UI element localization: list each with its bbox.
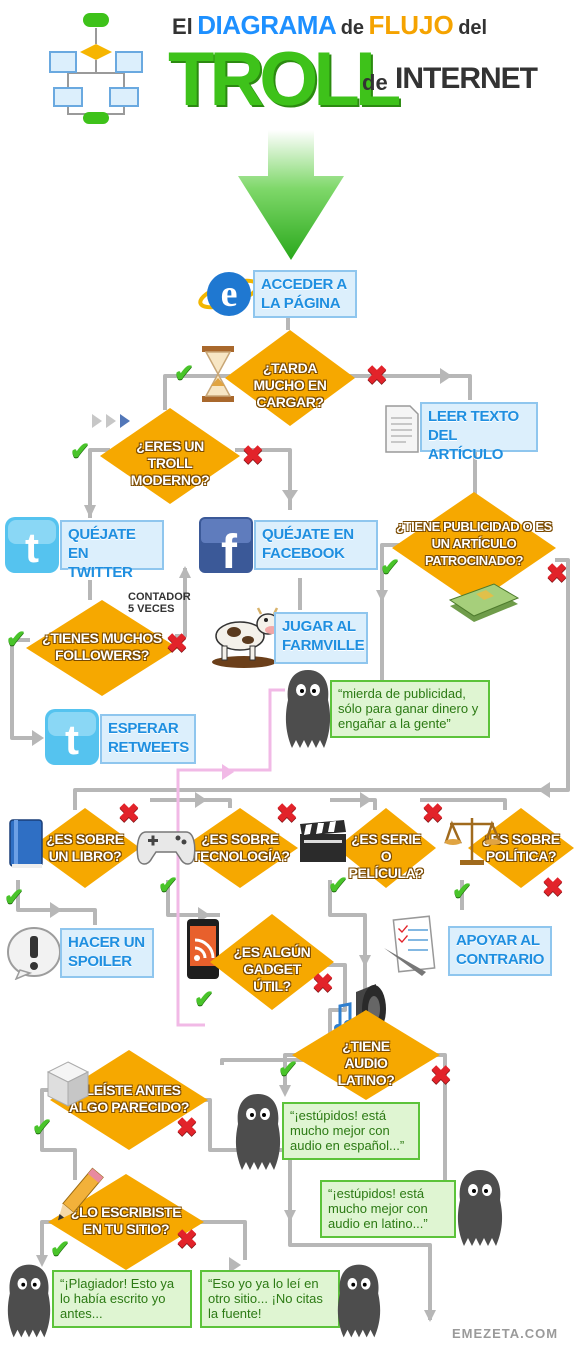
node-quejate-twitter: Quéjate en Twitter xyxy=(60,520,164,581)
pencil-icon xyxy=(50,1166,106,1230)
cross-icon: ✖ xyxy=(166,628,188,658)
node-leer: Leer texto del artículo xyxy=(420,402,538,463)
title-del: del xyxy=(458,17,488,39)
decision-gadget: ¿Es algún gadget útil? xyxy=(210,914,334,1010)
check-icon: ✔ xyxy=(4,884,25,911)
svg-text:t: t xyxy=(25,524,39,571)
check-icon: ✔ xyxy=(6,626,27,653)
checklist-icon xyxy=(382,914,446,976)
quote-plagiador: “¡Plagiador! Esto ya lo había escrito yo… xyxy=(52,1270,192,1328)
gamepad-icon xyxy=(136,826,196,868)
decision-audio: ¿Tiene audio latino? xyxy=(292,1010,440,1100)
play-arrows-icon xyxy=(92,414,136,428)
check-icon: ✔ xyxy=(278,1056,299,1083)
hourglass-icon xyxy=(200,346,236,402)
decision-publicidad: ¿Tiene publicidad o es un artículo patro… xyxy=(392,492,556,604)
twitter-icon: t xyxy=(44,708,100,766)
exclamation-icon xyxy=(6,926,62,981)
check-icon: ✔ xyxy=(452,878,473,905)
decision-escribiste: ¿Lo escribiste en tu sitio? xyxy=(48,1174,204,1270)
title-diagrama: Diagrama xyxy=(197,10,337,40)
scales-icon xyxy=(444,812,502,868)
quote-publicidad: “mierda de publicidad, sólo para ganar d… xyxy=(330,680,490,738)
cross-icon: ✖ xyxy=(366,360,388,390)
check-icon: ✔ xyxy=(158,872,179,899)
cross-icon: ✖ xyxy=(176,1112,198,1142)
twitter-icon: t xyxy=(4,516,60,574)
check-icon: ✔ xyxy=(194,986,215,1013)
flowchart-icon xyxy=(46,8,146,126)
node-acceder: Acceder a la página xyxy=(253,270,357,318)
check-icon: ✔ xyxy=(50,1236,71,1263)
cross-icon: ✖ xyxy=(312,968,334,998)
cross-icon: ✖ xyxy=(422,798,444,828)
troll-monster-icon xyxy=(234,1092,282,1172)
check-icon: ✔ xyxy=(174,360,195,387)
troll-monster-icon xyxy=(6,1262,52,1340)
title-line-1: El Diagrama de Flujo del xyxy=(172,10,572,46)
node-quejate-facebook: Quéjate en Facebook xyxy=(254,520,378,570)
decision-libro: ¿Es sobre un libro? xyxy=(30,808,140,888)
cross-icon: ✖ xyxy=(242,440,264,470)
title-troll: TROLL xyxy=(168,37,401,122)
troll-monster-icon xyxy=(284,668,332,750)
title-internet: Internet xyxy=(395,62,538,95)
title-flujo: Flujo xyxy=(368,10,454,40)
svg-text:t: t xyxy=(65,716,79,763)
svg-text:f: f xyxy=(221,526,238,574)
cross-icon: ✖ xyxy=(118,798,140,828)
cross-icon: ✖ xyxy=(176,1224,198,1254)
cow-icon xyxy=(206,596,282,670)
rss-phone-icon xyxy=(186,918,220,980)
book-icon xyxy=(6,818,46,870)
cross-icon: ✖ xyxy=(430,1060,452,1090)
cross-icon: ✖ xyxy=(546,558,568,588)
check-icon: ✔ xyxy=(32,1114,53,1141)
check-icon: ✔ xyxy=(328,872,349,899)
cross-icon: ✖ xyxy=(542,872,564,902)
troll-monster-icon xyxy=(456,1168,504,1248)
document-icon xyxy=(384,404,420,454)
title-el: El xyxy=(172,14,193,39)
title-de: de xyxy=(340,17,365,39)
footer-credit: EMEZETA.COM xyxy=(452,1326,559,1341)
node-esperar: Esperar retweets xyxy=(100,714,196,764)
decision-followers: ¿Tienes muchos followers? xyxy=(26,600,178,696)
node-apoyar: Apoyar al contrario xyxy=(448,926,552,976)
node-farmville: Jugar al Farmville xyxy=(274,612,368,664)
decision-tarda: ¿Tarda mucho en cargar? xyxy=(225,330,355,426)
money-icon xyxy=(446,580,520,628)
svg-text:e: e xyxy=(221,273,238,315)
quote-latino: “¡estúpidos! está mucho mejor con audio … xyxy=(320,1180,456,1238)
cube-icon xyxy=(46,1060,90,1108)
quote-espanol: “¡estúpidos! está mucho mejor con audio … xyxy=(282,1102,420,1160)
decision-troll-moderno: ¿Eres un troll moderno? xyxy=(100,408,240,504)
node-spoiler: Hacer un spoiler xyxy=(60,928,154,978)
decision-leiste: ¿Leíste antes algo parecido? xyxy=(50,1050,208,1150)
check-icon: ✔ xyxy=(70,438,91,465)
decision-tecnologia: ¿Es sobre tecnología? xyxy=(182,808,298,888)
clapperboard-icon xyxy=(298,820,348,864)
quote-citas: “Eso yo ya lo leí en otro sitio... ¡No c… xyxy=(200,1270,340,1328)
title-de-2: de xyxy=(362,70,388,95)
counter-label: Contador 5 veces xyxy=(128,591,191,615)
decision-serie: ¿Es serie o película? xyxy=(336,808,436,888)
cross-icon: ✖ xyxy=(276,798,298,828)
check-icon: ✔ xyxy=(380,554,401,581)
facebook-icon: f xyxy=(198,516,254,579)
internet-explorer-icon: e xyxy=(198,262,260,322)
down-arrow-icon xyxy=(236,130,346,262)
troll-monster-icon xyxy=(336,1262,382,1340)
